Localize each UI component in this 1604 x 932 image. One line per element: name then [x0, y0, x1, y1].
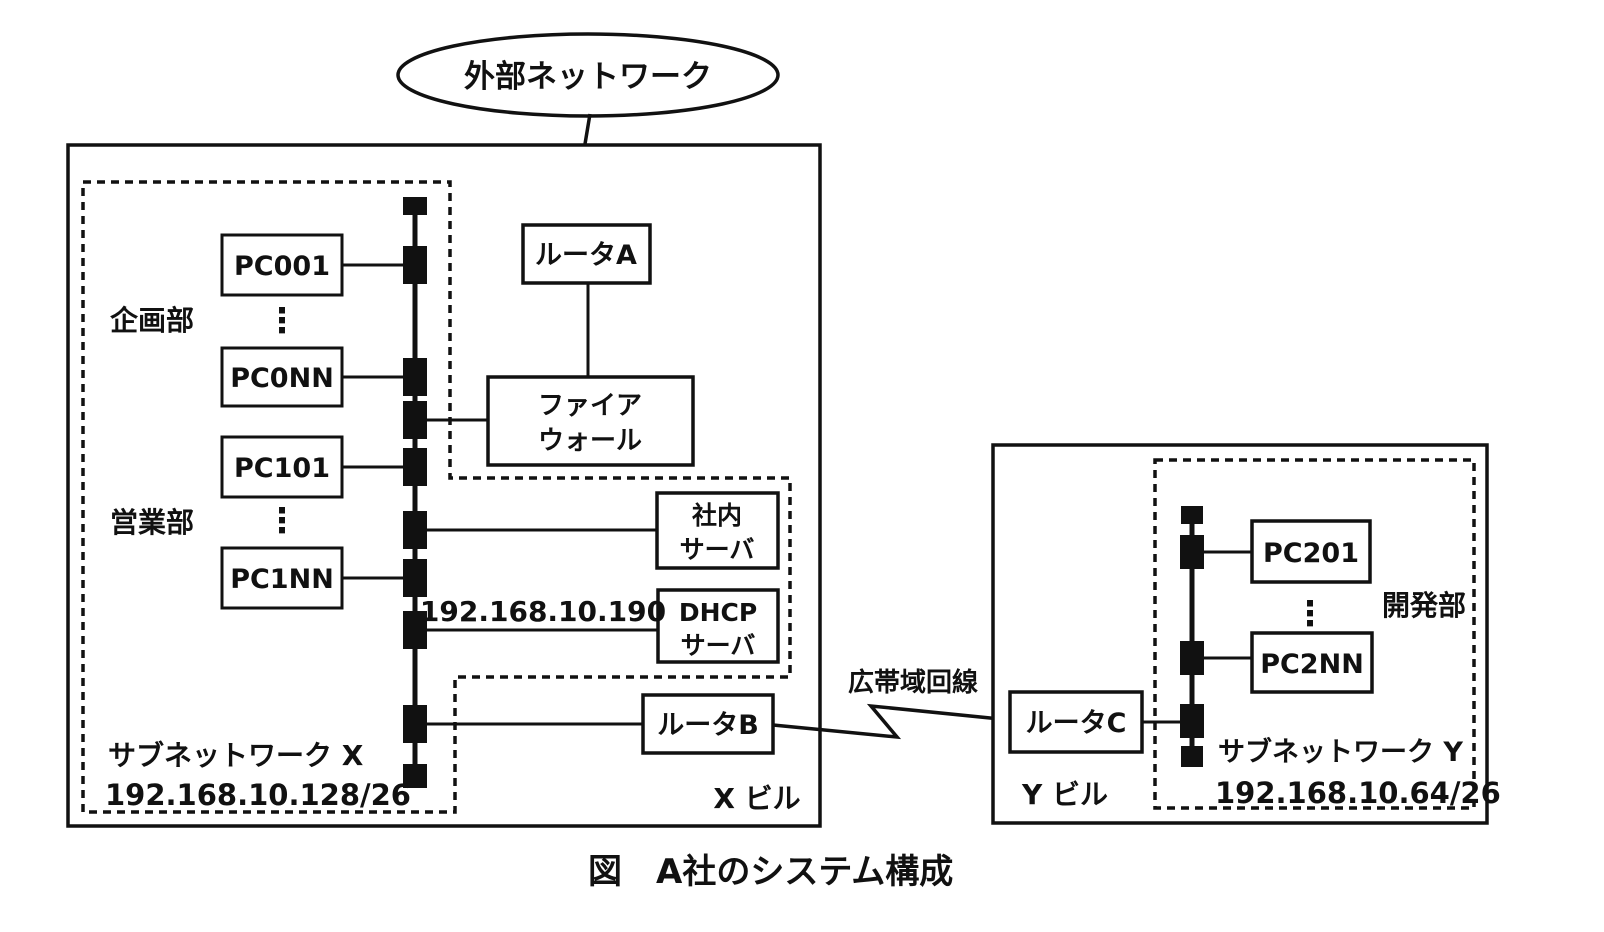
bus-x-tap-pc101 — [403, 448, 427, 486]
pc001-box — [220, 233, 344, 297]
dhcp-server-label-line1: DHCP — [679, 598, 757, 627]
router-c-box — [1008, 690, 1144, 754]
pc201-label: PC201 — [1263, 538, 1359, 569]
bus-x-tap-pc1nn — [403, 559, 427, 597]
router-a-box — [521, 223, 652, 285]
figure-caption: 図 A社のシステム構成 — [588, 852, 953, 892]
bus-x-tap-pc0nn — [403, 358, 427, 396]
subnet-y-name-label: サブネットワーク Y — [1218, 736, 1463, 768]
dhcp-ip-label: 192.168.10.190 — [420, 595, 666, 628]
bus-x-tap-pc001 — [403, 246, 427, 284]
building-y-outline — [991, 443, 1489, 825]
dhcp-server-label-line2: サーバ — [681, 631, 756, 660]
bus-y-bottom-terminator — [1181, 746, 1203, 767]
router-a-label: ルータA — [535, 240, 637, 271]
external-network-label: 外部ネットワーク — [464, 59, 712, 95]
pc0nn-box — [220, 346, 344, 408]
bus-x-tap-firewall — [403, 401, 427, 439]
internal-server-box — [655, 491, 780, 570]
subnet-x-dashed-zone — [81, 180, 792, 814]
pc-ellipsis-development: ⋮ — [1293, 594, 1327, 634]
pc2nn-box — [1250, 631, 1374, 694]
subnet-x-name-label: サブネットワーク X — [108, 739, 364, 772]
bus-y-top-terminator — [1181, 506, 1203, 524]
planning-dept-label: 企画部 — [110, 304, 194, 337]
pc-ellipsis-sales: ⋮ — [265, 501, 299, 541]
router-c-label: ルータC — [1026, 708, 1127, 739]
router-b-label: ルータB — [657, 710, 759, 741]
pc1nn-box — [220, 546, 344, 610]
pc-ellipsis-planning: ⋮ — [265, 301, 299, 341]
pc0nn-label: PC0NN — [230, 363, 334, 394]
bus-y-tap-pc2nn — [1180, 641, 1204, 675]
pc101-box — [220, 435, 344, 499]
firewall-label-line2: ウォール — [538, 426, 642, 456]
internal-server-label-line2: サーバ — [680, 535, 755, 564]
wan-link-label: 広帯域回線 — [848, 667, 978, 698]
building-y-label: Y ビル — [1021, 778, 1108, 811]
firewall-box — [486, 375, 695, 467]
pc001-label: PC001 — [234, 251, 330, 282]
pc2nn-label: PC2NN — [1260, 649, 1364, 680]
router-b-box — [641, 693, 775, 755]
internal-server-label-line1: 社内 — [692, 501, 742, 530]
bus-x-tap-internal-server — [403, 511, 427, 549]
sales-dept-label: 営業部 — [110, 506, 194, 539]
bus-x-tap-dhcp — [403, 611, 427, 649]
pc1nn-label: PC1NN — [230, 564, 334, 595]
firewall-label-line1: ファイア — [538, 391, 642, 421]
bus-y-tap-pc201 — [1180, 535, 1204, 569]
bus-x-tap-router-b — [403, 705, 427, 743]
broadband-link-bolt — [772, 703, 1011, 740]
pc101-label: PC101 — [234, 453, 330, 484]
subnet-y-address-label: 192.168.10.64/26 — [1215, 776, 1501, 810]
subnet-x-address-label: 192.168.10.128/26 — [105, 778, 411, 812]
subnet-y-dashed-zone — [1153, 458, 1476, 810]
bus-x-bottom-terminator — [403, 764, 427, 788]
bus-y-tap-router-c — [1180, 704, 1204, 738]
pc201-box — [1250, 519, 1372, 584]
dhcp-server-box — [656, 588, 780, 664]
development-dept-label: 開発部 — [1382, 589, 1466, 622]
building-x-label: X ビル — [713, 782, 800, 815]
bus-x-top-terminator — [403, 197, 427, 215]
